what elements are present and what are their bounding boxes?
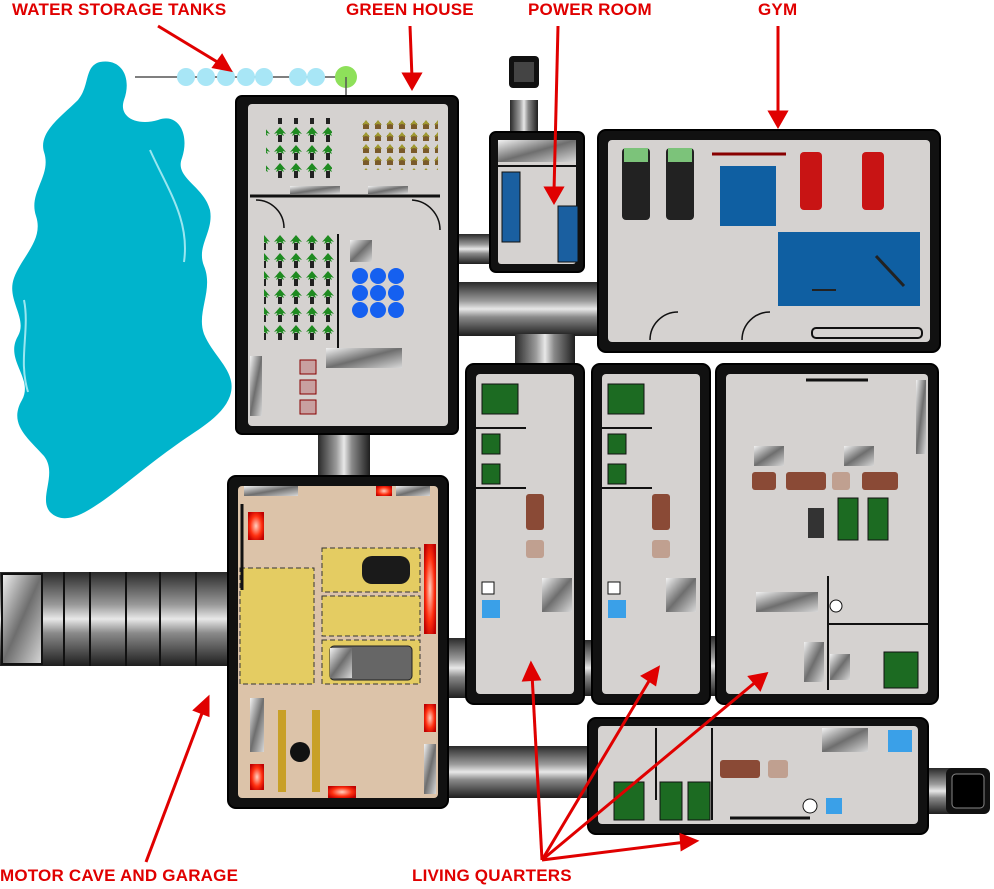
toilet-icon <box>802 798 818 814</box>
arrow-head <box>640 665 661 687</box>
sofa-icon <box>786 472 826 490</box>
water-tank-array <box>352 268 404 318</box>
water-tank-icon <box>307 68 325 86</box>
arrow-head <box>211 53 233 73</box>
bed-icon <box>481 383 519 415</box>
sink-icon <box>482 600 500 618</box>
water-tank-icon <box>177 68 195 86</box>
living-quarters-unit-1 <box>465 363 585 705</box>
lift-rail <box>312 710 320 792</box>
bed-icon <box>883 651 919 689</box>
water-tank-icon <box>352 268 368 284</box>
toilet-icon <box>481 581 495 595</box>
toilet-icon <box>829 599 843 613</box>
water-tank-icon <box>217 68 235 86</box>
water-tank-icon <box>388 302 404 318</box>
exercise-mat <box>720 166 776 226</box>
power-gym-tunnel <box>455 282 605 336</box>
car-icon <box>362 556 410 584</box>
parking-bay <box>239 567 315 685</box>
lift-rail <box>278 710 286 792</box>
green-house-room <box>235 95 459 435</box>
toilet-icon <box>607 581 621 595</box>
battery-bank-icon <box>557 205 579 263</box>
battery-bank-icon <box>501 171 521 243</box>
bed-icon <box>659 781 683 821</box>
label-gym: GYM <box>758 0 798 19</box>
water-tank-icon <box>370 285 386 301</box>
lake-water <box>12 61 232 519</box>
bed-icon <box>607 383 645 415</box>
water-tank-icon <box>352 285 368 301</box>
water-tank-icon <box>370 268 386 284</box>
sofa-icon <box>720 760 760 778</box>
label-water-storage-tanks: WATER STORAGE TANKS <box>12 0 227 19</box>
water-tank-icon <box>197 68 215 86</box>
bench-press-icon <box>800 152 822 210</box>
label-motor-cave-and-garage: MOTOR CAVE AND GARAGE <box>0 866 239 885</box>
living-quarters-unit-4 <box>587 717 929 835</box>
arrow-head <box>192 694 210 718</box>
arrow-head <box>767 110 789 130</box>
water-storage-tanks <box>135 66 357 96</box>
water-tank-icon <box>255 68 273 86</box>
gym-room <box>597 129 941 353</box>
arrow-head <box>747 672 769 692</box>
water-tank-icon <box>388 285 404 301</box>
arrow-head <box>401 72 423 92</box>
sofa-icon <box>652 494 670 530</box>
pool <box>778 232 920 306</box>
bench-press-icon <box>862 152 884 210</box>
bed-icon <box>837 497 859 541</box>
motor-cave-garage-room <box>227 475 449 809</box>
water-tank-icon <box>289 68 307 86</box>
callout-arrows <box>144 24 789 863</box>
sofa-icon <box>752 472 776 490</box>
sink-icon <box>608 600 626 618</box>
lake <box>12 61 232 519</box>
treadmill-icon <box>666 148 694 220</box>
palm-plant-icon <box>264 232 334 340</box>
arrow-head <box>521 660 542 682</box>
sofa-icon <box>526 494 544 530</box>
kitchen-counter <box>756 592 818 612</box>
palm-plant-icon <box>266 118 332 178</box>
label-green-house: GREEN HOUSE <box>346 0 474 19</box>
sofa-icon <box>862 472 898 490</box>
living-quarters-unit-3 <box>715 363 939 705</box>
bed-icon <box>867 497 889 541</box>
arrow-head <box>543 186 565 206</box>
parking-bay <box>321 595 421 637</box>
bed-icon <box>481 463 501 485</box>
label-power-room: POWER ROOM <box>528 0 652 19</box>
generator-icon <box>299 359 317 375</box>
sprout-plant-icon <box>358 118 438 170</box>
water-tank-icon <box>237 68 255 86</box>
bed-icon <box>481 433 501 455</box>
bed-icon <box>687 781 711 821</box>
treadmill-icon <box>622 148 650 220</box>
sink-icon <box>888 730 912 752</box>
sink-icon <box>826 798 842 814</box>
bed-icon <box>607 463 627 485</box>
water-tank-icon <box>388 268 404 284</box>
water-tank-icon <box>370 302 386 318</box>
bed-icon <box>607 433 627 455</box>
water-tank-icon <box>352 302 368 318</box>
arrow-head <box>679 832 700 852</box>
label-living-quarters: LIVING QUARTERS <box>412 866 572 885</box>
power-room <box>489 131 585 273</box>
living-quarters-unit-2 <box>591 363 711 705</box>
greenhouse-garage-tunnel <box>318 428 370 478</box>
garage-quarters-tunnel <box>446 746 592 798</box>
